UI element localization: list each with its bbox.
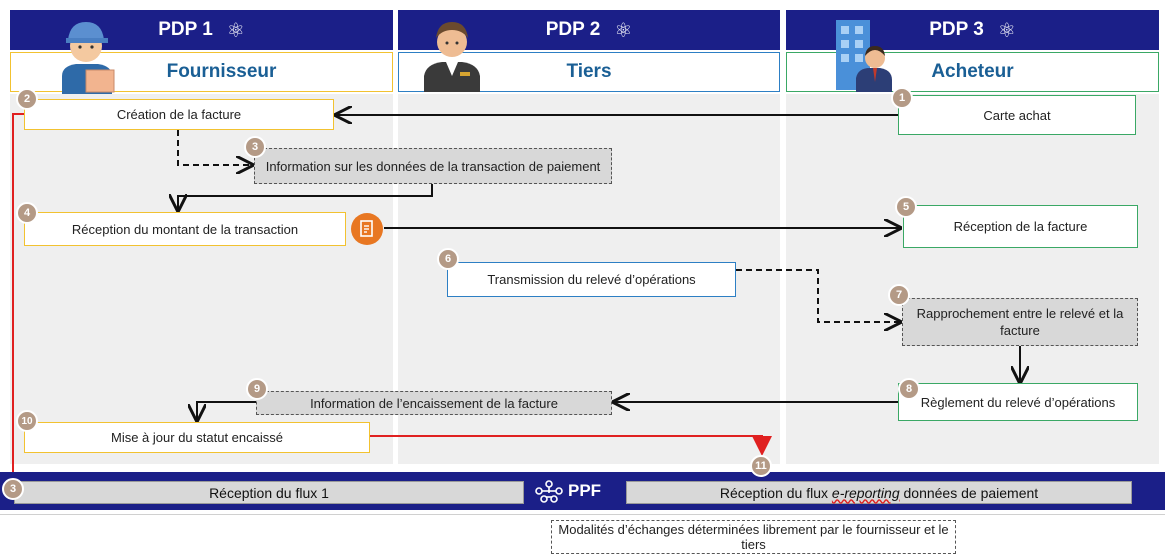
step-label: Règlement du relevé d’opérations <box>920 394 1116 410</box>
role-fournisseur-label: Fournisseur <box>166 61 277 82</box>
step-label: Réception de la facture <box>953 219 1088 234</box>
ppf-logo: PPF <box>534 478 601 504</box>
exchange-note-text: Modalités d’échanges déterminées libreme… <box>558 522 949 552</box>
step-information-encaissement: Information de l’encaissement de la fact… <box>256 391 612 415</box>
step-number-badge: 9 <box>246 378 268 400</box>
separator <box>0 514 1165 515</box>
atom-icon: ⚛ <box>226 19 245 42</box>
flux-ereporting-em: e-reporting <box>831 484 900 501</box>
step-creation-facture: Création de la facture <box>24 99 334 130</box>
flux-ereporting-suffix: données de paiement <box>899 484 1039 501</box>
step-carte-achat: Carte achat <box>898 95 1136 135</box>
atom-icon: ⚛ <box>997 19 1016 42</box>
step-number-badge: 4 <box>16 202 38 224</box>
step-label: Transmission du relevé d’opérations <box>487 272 696 287</box>
header-pdp2-label: PDP 2 <box>545 19 601 40</box>
flux-ereporting-box: Réception du flux e-reporting données de… <box>626 481 1132 504</box>
step-rapprochement: Rapprochement entre le relevé et la fact… <box>902 298 1138 346</box>
step-label: Mise à jour du statut encaissé <box>111 430 283 445</box>
exchange-note: Modalités d’échanges déterminées libreme… <box>551 520 956 554</box>
step-label: Information de l’encaissement de la fact… <box>310 395 558 411</box>
ppf-label: PPF <box>568 481 602 500</box>
supplier-avatar-icon <box>62 22 115 94</box>
role-acheteur-label: Acheteur <box>931 61 1014 82</box>
step-number-badge: 3 <box>2 478 24 500</box>
step-number-badge: 3 <box>244 136 266 158</box>
header-pdp1-label: PDP 1 <box>158 19 213 40</box>
step-label: Carte achat <box>983 107 1051 123</box>
ppf-network-icon <box>535 480 563 503</box>
step-number-badge: 1 <box>891 87 913 109</box>
step-transmission-releve: Transmission du relevé d’opérations <box>447 262 736 297</box>
buyer-building-icon <box>836 20 892 92</box>
step-number-badge: 7 <box>888 284 910 306</box>
step-label: Rapprochement entre le relevé et la fact… <box>916 306 1124 338</box>
role-tiers-label: Tiers <box>566 61 612 82</box>
header-pdp3-label: PDP 3 <box>929 19 984 40</box>
step-label: Information sur les données de la transa… <box>265 158 601 174</box>
step-reglement-releve: Règlement du relevé d’opérations <box>898 383 1138 421</box>
step-reception-facture: Réception de la facture <box>903 205 1138 248</box>
step-number-badge: 6 <box>437 248 459 270</box>
step-number-badge: 8 <box>898 378 920 400</box>
step-label: Réception du montant de la transaction <box>71 221 299 237</box>
step-number-badge: 10 <box>16 410 38 432</box>
step-number-badge: 2 <box>16 88 38 110</box>
invoice-icon <box>351 213 383 245</box>
step-label: Création de la facture <box>116 107 242 122</box>
step-number-badge: 5 <box>895 196 917 218</box>
flux-1-label: Réception du flux 1 <box>209 484 329 501</box>
third-party-avatar-icon <box>424 22 480 92</box>
step-reception-montant: Réception du montant de la transaction <box>24 212 346 246</box>
step-mise-a-jour-statut: Mise à jour du statut encaissé <box>24 422 370 453</box>
flux-1-box: Réception du flux 1 <box>14 481 524 504</box>
atom-icon: ⚛ <box>614 19 633 42</box>
step-number-badge: 11 <box>750 455 772 477</box>
header-pdp3: PDP 3 ⚛ <box>786 10 1159 50</box>
step-information-transaction: Information sur les données de la transa… <box>254 148 612 184</box>
flux-ereporting-prefix: Réception du flux <box>719 484 832 501</box>
